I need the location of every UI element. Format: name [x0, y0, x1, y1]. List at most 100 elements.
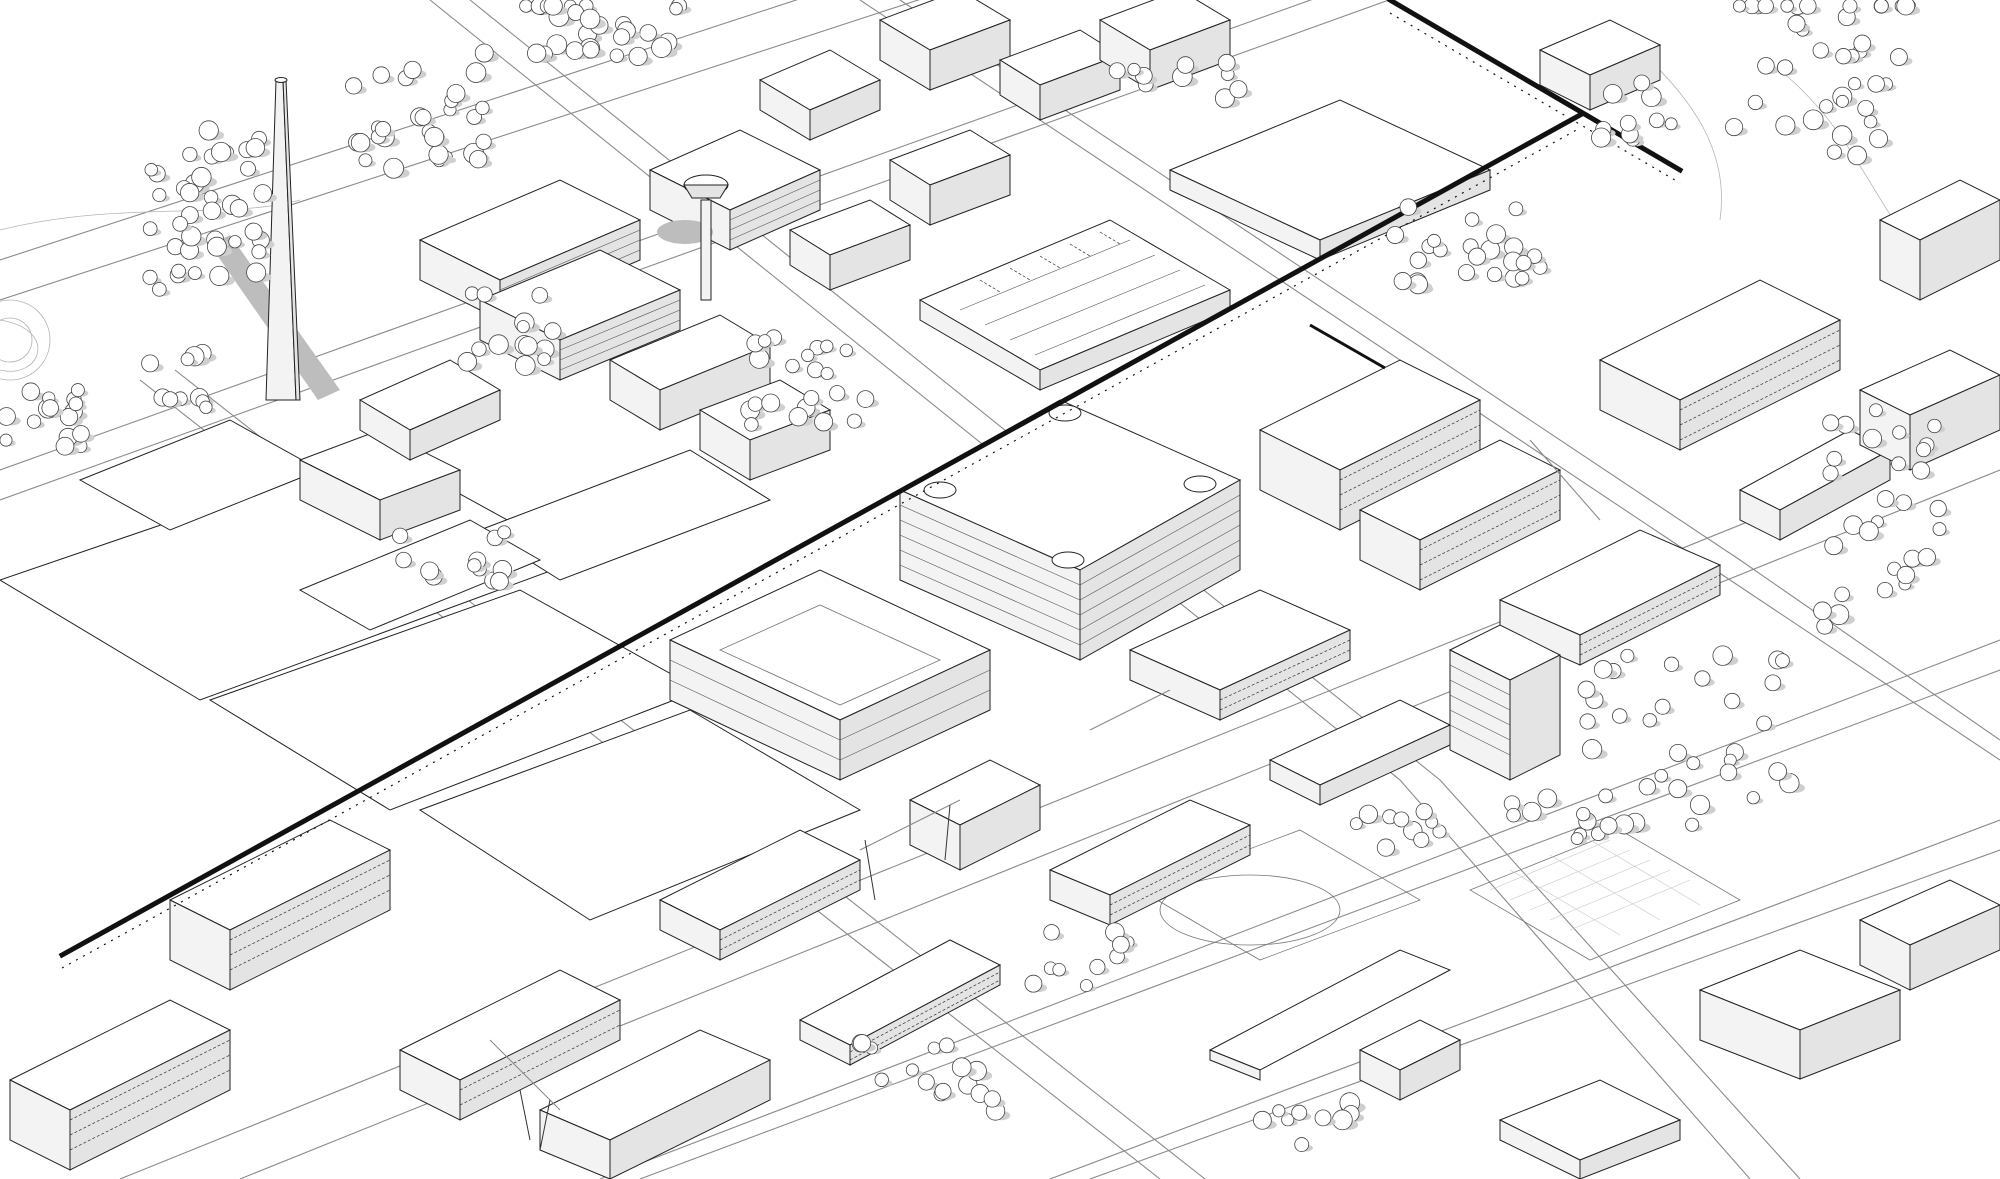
tree — [938, 1037, 955, 1054]
tree — [518, 336, 538, 356]
tree — [1842, 0, 1858, 14]
tree — [1508, 201, 1524, 217]
tree — [1863, 114, 1878, 129]
tree — [519, 0, 533, 13]
tree — [488, 334, 509, 355]
tree — [1757, 0, 1774, 15]
tree — [1079, 979, 1093, 993]
tree — [1399, 198, 1417, 216]
tree — [1576, 806, 1591, 822]
tree — [403, 60, 422, 79]
tree — [1521, 801, 1542, 822]
slab-building — [1598, 279, 1842, 451]
tree — [251, 244, 267, 260]
tree — [757, 334, 772, 348]
slab-building — [798, 939, 1002, 1066]
tree — [1916, 442, 1932, 458]
tree — [1747, 94, 1764, 111]
tree — [1633, 74, 1651, 92]
tree — [1757, 57, 1775, 75]
tree — [1570, 832, 1584, 845]
tree — [253, 184, 272, 203]
tree — [1468, 247, 1486, 266]
tree — [191, 167, 212, 188]
building-block — [888, 129, 1012, 226]
tree — [983, 1090, 1001, 1108]
tree — [41, 399, 59, 417]
tree — [846, 413, 862, 429]
tree-clusters — [0, 0, 1952, 1152]
tree — [229, 199, 249, 218]
tree — [475, 133, 492, 150]
slab-building — [168, 819, 392, 991]
building-block — [358, 359, 502, 461]
tree — [1896, 0, 1916, 16]
tree — [70, 383, 85, 398]
tree — [1911, 461, 1931, 480]
tree — [829, 385, 846, 402]
tree — [1826, 450, 1843, 467]
tree — [1917, 548, 1936, 567]
tree — [1812, 42, 1829, 59]
chimney — [210, 77, 340, 401]
tree — [820, 339, 834, 353]
tree — [669, 1, 683, 16]
tree — [1486, 224, 1506, 245]
tree — [497, 525, 512, 540]
tree — [1638, 778, 1656, 796]
tree — [1409, 251, 1427, 269]
tree — [1664, 117, 1678, 131]
slab-building — [398, 969, 622, 1121]
dense-block — [1858, 879, 2000, 991]
tree — [1876, 490, 1895, 508]
tree — [1822, 414, 1840, 432]
tree — [246, 262, 267, 283]
tree — [0, 407, 16, 426]
tree — [161, 391, 179, 408]
tree — [1537, 788, 1558, 809]
tree — [1858, 521, 1879, 542]
tree — [471, 341, 487, 357]
tree — [1685, 817, 1700, 832]
tree — [144, 163, 158, 177]
tree — [613, 28, 631, 46]
tree — [1599, 816, 1618, 835]
slab-building — [1738, 429, 1892, 541]
tree — [1376, 838, 1395, 857]
tree — [1689, 794, 1711, 815]
tree — [476, 286, 493, 303]
tree — [350, 133, 371, 153]
tree — [1642, 713, 1657, 728]
tree — [152, 282, 167, 297]
courtyard-building — [668, 569, 992, 781]
tree — [1579, 713, 1596, 730]
tree — [345, 77, 363, 95]
sawtooth-factory — [918, 219, 1232, 391]
tree — [1612, 708, 1628, 724]
tree — [467, 558, 482, 573]
tree — [1127, 62, 1141, 77]
tree — [142, 269, 158, 285]
tree — [182, 146, 198, 163]
building-block — [788, 199, 912, 291]
tree — [1214, 88, 1235, 109]
tree — [1835, 94, 1849, 108]
tree — [1862, 428, 1883, 449]
tree — [1890, 48, 1908, 66]
tree — [1891, 456, 1906, 472]
tree — [206, 236, 227, 257]
tree — [446, 84, 466, 103]
tree — [1694, 670, 1711, 687]
tree — [1787, 14, 1806, 33]
tree — [788, 407, 808, 427]
footbridges — [489, 439, 1601, 1151]
tree — [1819, 99, 1834, 114]
tree — [1413, 831, 1430, 848]
tree — [1272, 1104, 1286, 1118]
central-cube-building — [898, 399, 1242, 661]
tree — [372, 66, 390, 84]
tree — [1732, 0, 1746, 13]
tree — [905, 1063, 919, 1077]
tree — [917, 1073, 935, 1091]
tree — [55, 436, 75, 456]
